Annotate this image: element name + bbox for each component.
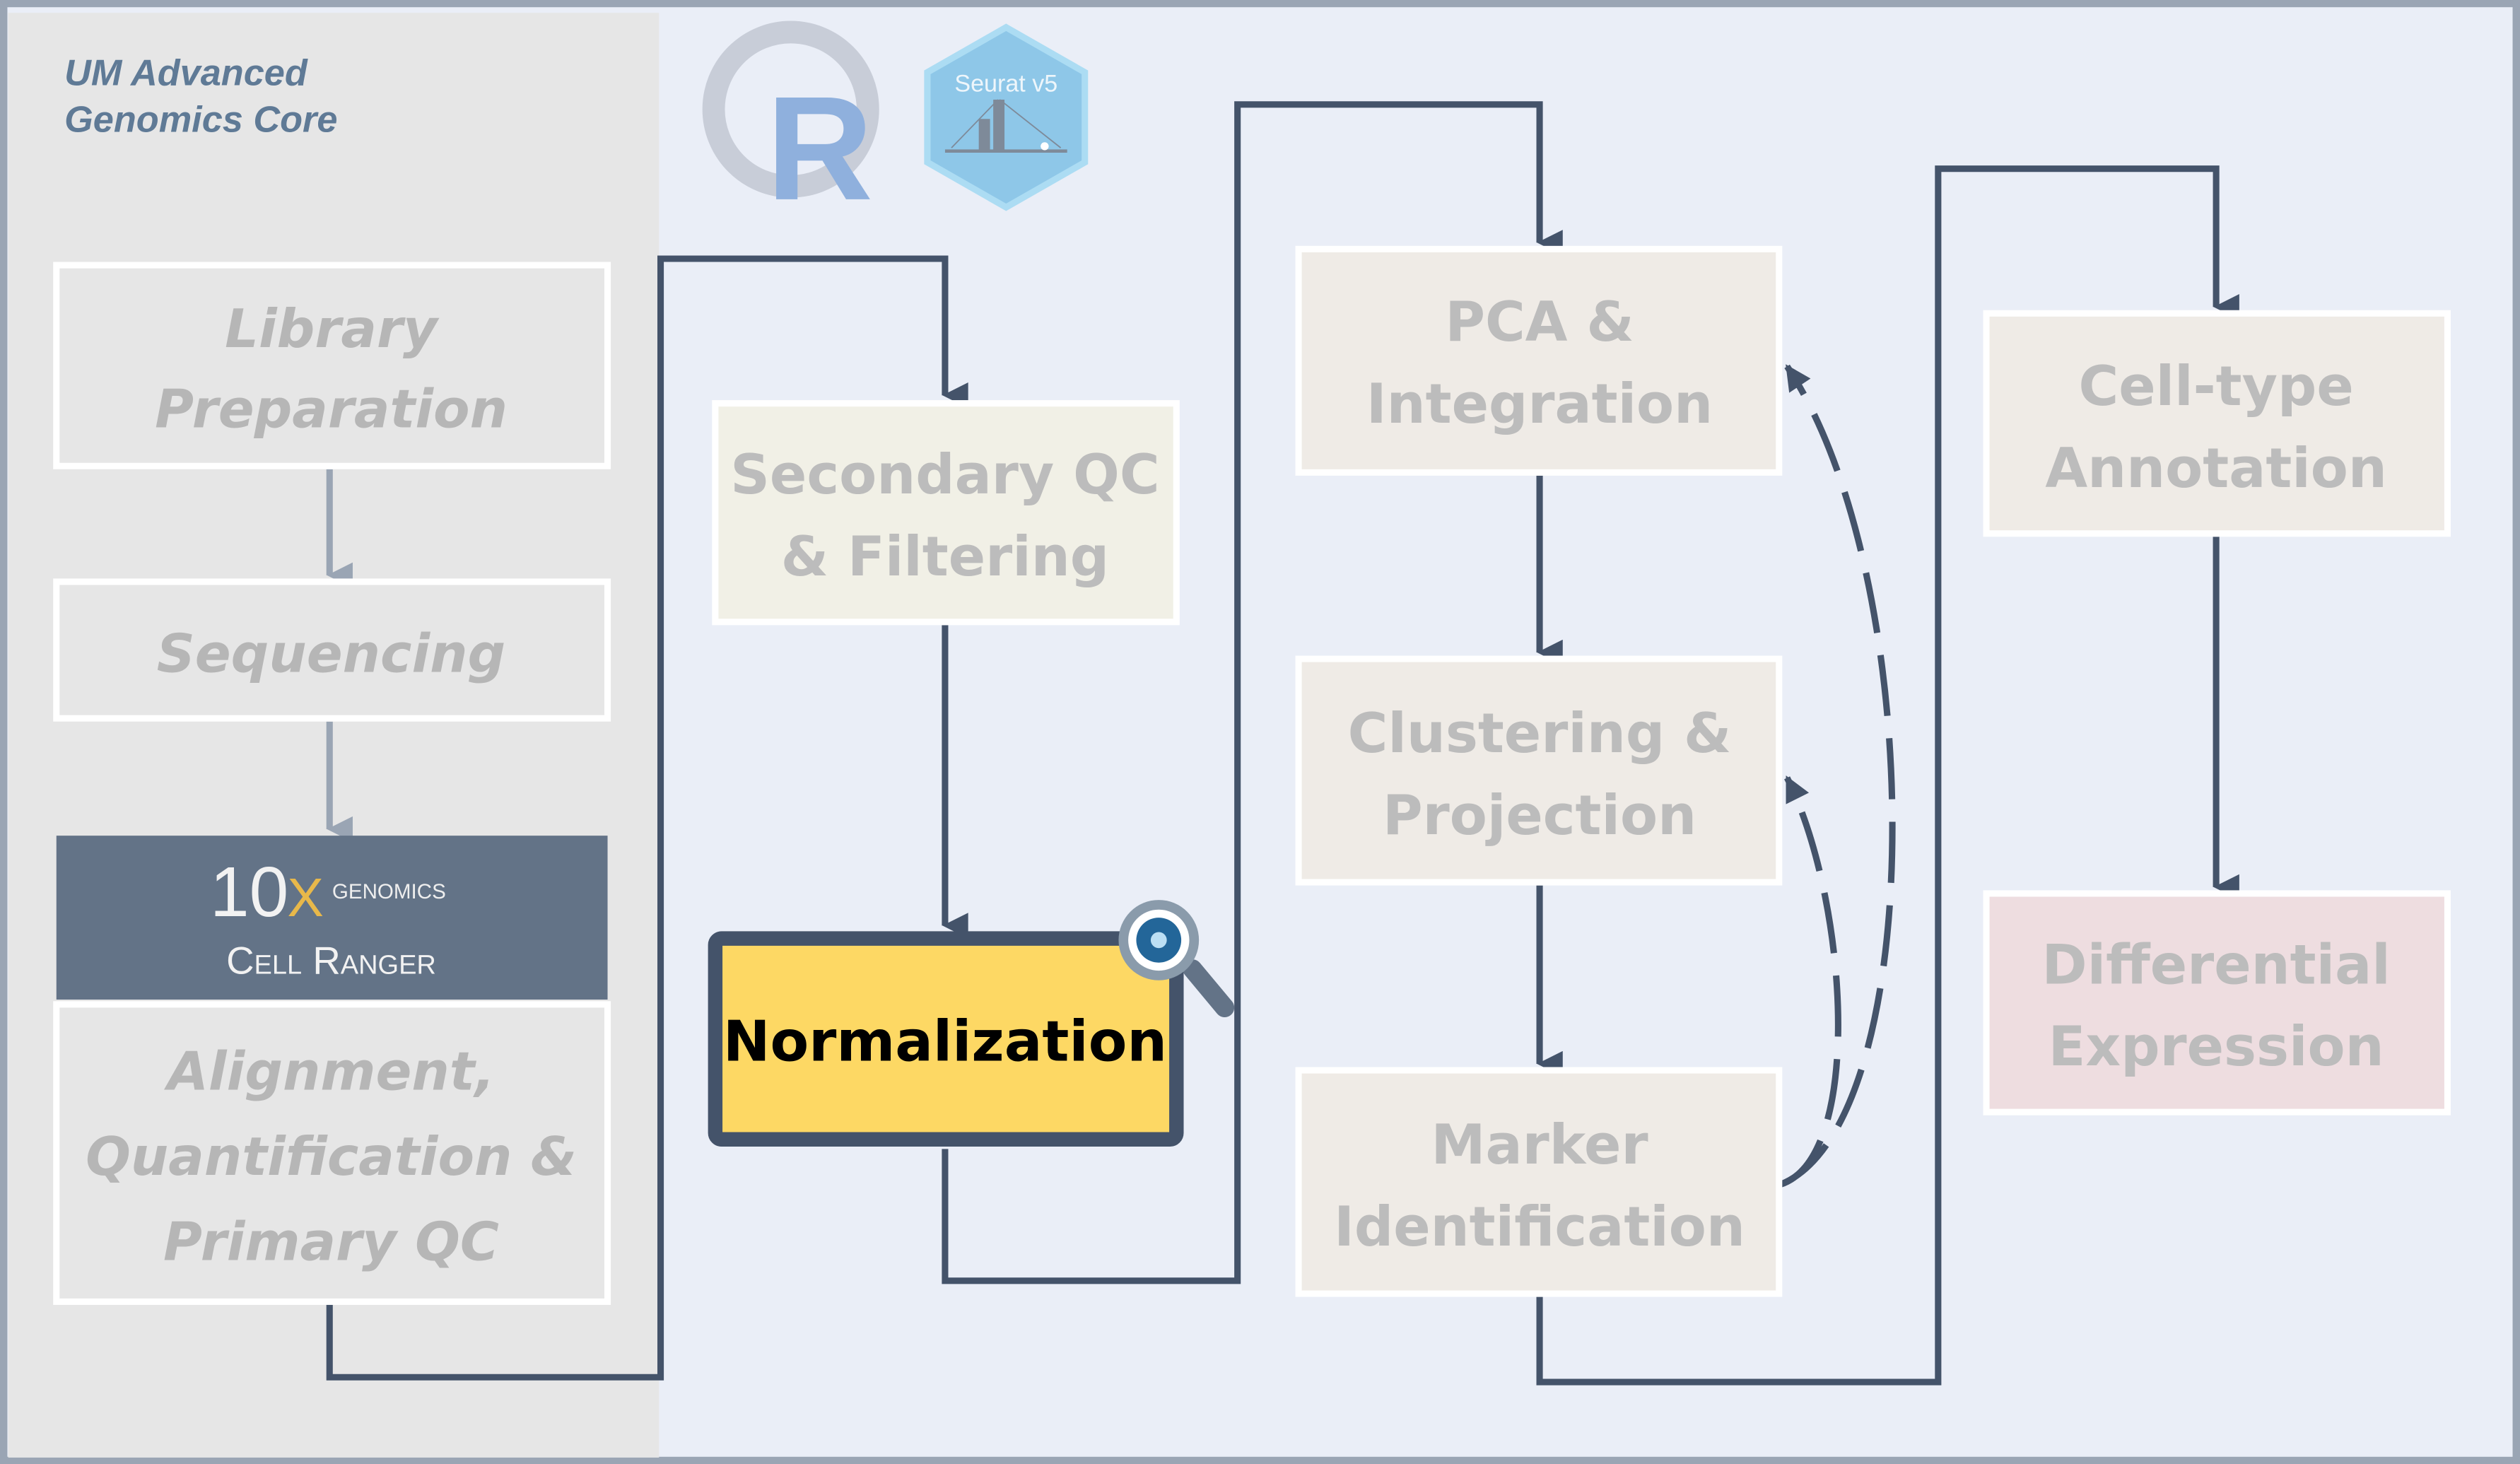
svg-text:Projection: Projection <box>1383 784 1696 848</box>
svg-text:& Filtering: & Filtering <box>781 525 1109 589</box>
svg-text:Cell Ranger: Cell Ranger <box>226 939 436 983</box>
svg-text:GENOMICS: GENOMICS <box>332 880 446 903</box>
svg-text:Secondary QC: Secondary QC <box>730 443 1159 507</box>
feedback-arrow-to-pca <box>1779 364 1896 1188</box>
svg-text:Preparation: Preparation <box>155 378 508 440</box>
svg-text:R: R <box>766 66 873 231</box>
svg-text:Normalization: Normalization <box>723 1008 1167 1074</box>
arrow-normalization-to-pca <box>942 101 1563 1284</box>
svg-text:Marker: Marker <box>1431 1113 1648 1177</box>
svg-text:Quantification &: Quantification & <box>86 1125 577 1188</box>
svg-text:X: X <box>287 867 324 928</box>
step-normalization[interactable]: Normalization <box>708 931 1184 1147</box>
magnifier-icon <box>1118 900 1235 1018</box>
svg-text:Identification: Identification <box>1334 1195 1745 1259</box>
arrow-marker-to-celltype <box>1536 165 2239 1386</box>
org-title-line1: UM Advanced <box>64 52 308 93</box>
svg-text:Cell-type: Cell-type <box>2079 355 2354 418</box>
svg-text:Expression: Expression <box>2049 1015 2384 1079</box>
arrow-alignment-to-secondary-qc <box>326 255 968 1381</box>
svg-text:Integration: Integration <box>1366 373 1713 436</box>
svg-text:Annotation: Annotation <box>2045 437 2387 500</box>
svg-text:Sequencing: Sequencing <box>157 622 505 684</box>
step-differential-expression[interactable]: Differential Expression <box>1983 890 2451 1115</box>
org-title-line2: Genomics Core <box>64 99 337 140</box>
step-sequencing[interactable]: Sequencing <box>53 578 611 722</box>
r-logo-icon: R <box>702 21 879 231</box>
step-clustering-projection[interactable]: Clustering & Projection <box>1295 655 1783 886</box>
step-celltype-annotation[interactable]: Cell-type Annotation <box>1983 310 2451 537</box>
svg-text:Primary QC: Primary QC <box>163 1210 499 1272</box>
svg-text:Library: Library <box>225 298 440 360</box>
step-secondary-qc-filtering[interactable]: Secondary QC & Filtering <box>712 400 1180 626</box>
svg-text:Differential: Differential <box>2041 933 2390 997</box>
svg-text:Alignment,: Alignment, <box>164 1040 495 1102</box>
step-pca-integration[interactable]: PCA & Integration <box>1295 245 1783 476</box>
svg-text:10: 10 <box>210 853 288 932</box>
step-alignment-quantification-primary-qc[interactable]: Alignment, Quantification & Primary QC <box>53 1001 611 1305</box>
cellranger-logo: 10 X GENOMICS Cell Ranger <box>56 836 608 1000</box>
step-marker-identification[interactable]: Marker Identification <box>1295 1067 1783 1297</box>
step-library-preparation[interactable]: Library Preparation <box>53 262 611 469</box>
svg-text:PCA &: PCA & <box>1445 291 1634 354</box>
seurat-logo-icon: Seurat v5 <box>924 23 1089 211</box>
svg-text:Seurat v5: Seurat v5 <box>954 71 1057 98</box>
svg-text:Clustering &: Clustering & <box>1348 702 1732 766</box>
